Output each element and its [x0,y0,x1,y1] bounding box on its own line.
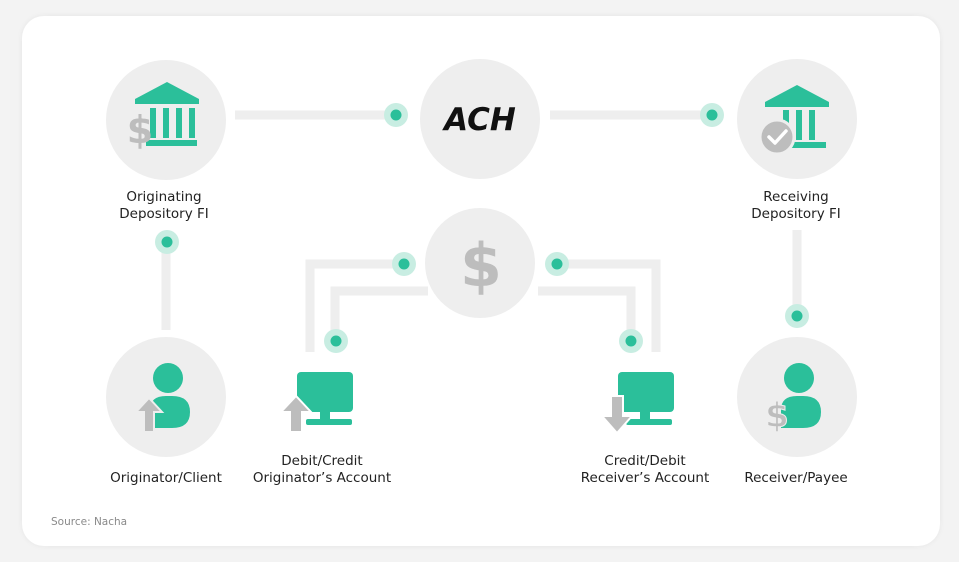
connector-dots [155,103,809,353]
connector-money-originator-inner [330,286,428,341]
originator-account-label: Debit/Credit Originator’s Account [253,453,391,487]
source-note: Source: Nacha [51,516,128,528]
computer-download-icon [599,372,674,435]
receiving-fi-label-line1: Receiving [763,189,829,205]
originating-fi-label: Originating Depository FI [119,189,208,223]
connector-money-receiver-outer [556,259,661,352]
receiver-account-label: Credit/Debit Receiver’s Account [581,453,710,487]
dot-ofi-ach [384,103,408,127]
originating-fi-label-line1: Originating [126,189,202,205]
originator-account-label-line1: Debit/Credit [281,453,363,469]
dot-rfi-receiver [785,304,809,328]
originator-label: Originator/Client [110,470,222,487]
svg-text:$: $ [765,396,789,436]
svg-text:$: $ [460,231,502,301]
receiver-label: Receiver/Payee [744,470,847,487]
dot-money-right [545,252,569,276]
dot-receiver-account [619,329,643,353]
connector-money-originator-outer [305,259,404,352]
receiver-account-label-line1: Credit/Debit [604,453,686,469]
money-node [425,208,535,318]
dot-originator-account [324,329,348,353]
connector-money-receiver-inner [538,286,636,341]
connectors [161,110,802,352]
person-upload-icon [133,363,190,433]
bank-dollar-icon: $ [127,82,199,152]
receiver-label-text: Receiver/Payee [744,470,848,486]
ach-label: ACH [441,102,516,138]
originator-account-label-line2: Originator’s Account [252,470,392,486]
receiver-account-label-line2: Receiver’s Account [580,470,710,486]
ach-node [420,59,540,179]
dot-ach-rfi [700,103,724,127]
originator-label-text: Originator/Client [110,470,222,486]
dot-money-left [392,252,416,276]
bank-check-icon [758,85,829,156]
originating-fi-label-line2: Depository FI [119,206,209,222]
person-dollar-icon: $ [765,363,821,437]
dollar-icon: $ [460,231,502,301]
dot-ofi-originator [155,230,179,254]
svg-text:$: $ [127,108,153,152]
receiving-fi-label: Receiving Depository FI [751,189,840,223]
computer-upload-icon [278,372,353,433]
receiving-fi-label-line2: Depository FI [751,206,841,222]
